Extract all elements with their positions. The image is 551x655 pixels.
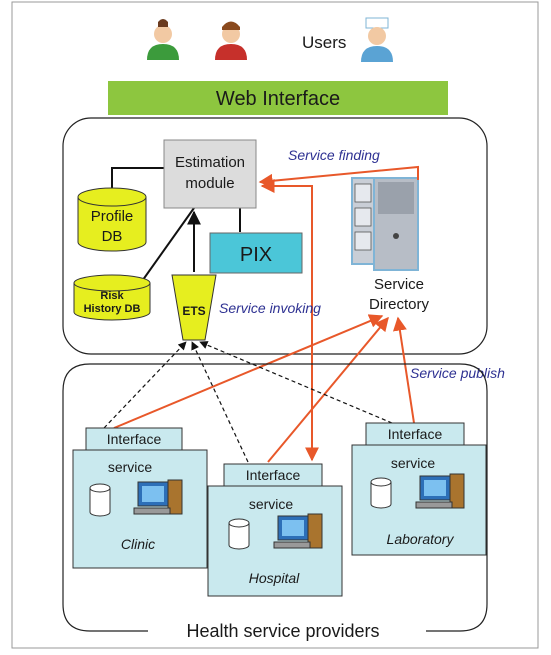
service-finding-arrow	[258, 165, 419, 188]
laboratory-service-label: service	[391, 455, 436, 471]
clinic-service-label: service	[108, 459, 153, 475]
clinic-interface-label: Interface	[107, 431, 162, 447]
providers-container	[62, 363, 488, 632]
provider-laboratory: Interface service Laboratory	[351, 422, 487, 556]
web-interface-label: Web Interface	[216, 88, 340, 110]
profile-db-connector	[111, 167, 164, 190]
hospital-publish-arrow	[267, 316, 389, 463]
risk-history-db-cylinder	[73, 274, 151, 321]
service-directory-line2: Directory	[369, 296, 430, 313]
laboratory-publish-arrow	[392, 316, 415, 424]
hospital-service-label: service	[249, 496, 294, 512]
clinic-publish-arrow	[113, 314, 384, 429]
users-label: Users	[302, 33, 346, 52]
ets-label: ETS	[182, 304, 205, 318]
risk-db-connector	[139, 207, 195, 285]
service-finding-label: Service finding	[288, 147, 380, 163]
providers-group-label: Health service providers	[186, 621, 379, 641]
server-icon	[351, 177, 419, 271]
clinic-name: Clinic	[121, 536, 155, 552]
user-green-icon	[147, 19, 179, 60]
user-nurse-icon	[361, 17, 393, 62]
user-red-icon	[215, 21, 247, 60]
hospital-database-icon	[228, 518, 250, 550]
estimation-module-line2: module	[185, 175, 234, 192]
profile-db-line1: Profile	[91, 208, 134, 225]
profile-db-line2: DB	[102, 228, 123, 245]
provider-hospital: Interface service Hospital	[207, 463, 343, 597]
service-invoking-arrow	[260, 179, 319, 462]
clinic-computer-icon	[133, 479, 183, 515]
hospital-ets-dashed-link	[191, 341, 249, 463]
web-interface-bar	[108, 81, 448, 115]
pix-label: PIX	[240, 244, 272, 266]
hospital-name: Hospital	[249, 570, 300, 586]
laboratory-computer-icon	[415, 473, 465, 509]
laboratory-database-icon	[370, 477, 392, 509]
service-invoking-label: Service invoking	[219, 300, 321, 316]
service-publish-label: Service publish	[410, 365, 505, 381]
profile-db-cylinder	[77, 187, 147, 252]
clinic-database-icon	[89, 483, 111, 517]
service-directory-line1: Service	[374, 276, 424, 293]
figure-border	[11, 1, 539, 649]
hospital-computer-icon	[273, 513, 323, 549]
provider-clinic: Interface service Clinic	[72, 427, 208, 569]
laboratory-interface-label: Interface	[388, 426, 443, 442]
estimation-module-line1: Estimation	[175, 154, 245, 171]
laboratory-name: Laboratory	[387, 531, 455, 547]
hospital-interface-label: Interface	[246, 467, 301, 483]
risk-history-db-line2: History DB	[84, 303, 141, 315]
ets-shape	[171, 274, 217, 341]
estimation-module-box	[163, 139, 257, 209]
risk-history-db-line1: Risk	[100, 290, 124, 302]
clinic-ets-dashed-link	[103, 341, 187, 429]
